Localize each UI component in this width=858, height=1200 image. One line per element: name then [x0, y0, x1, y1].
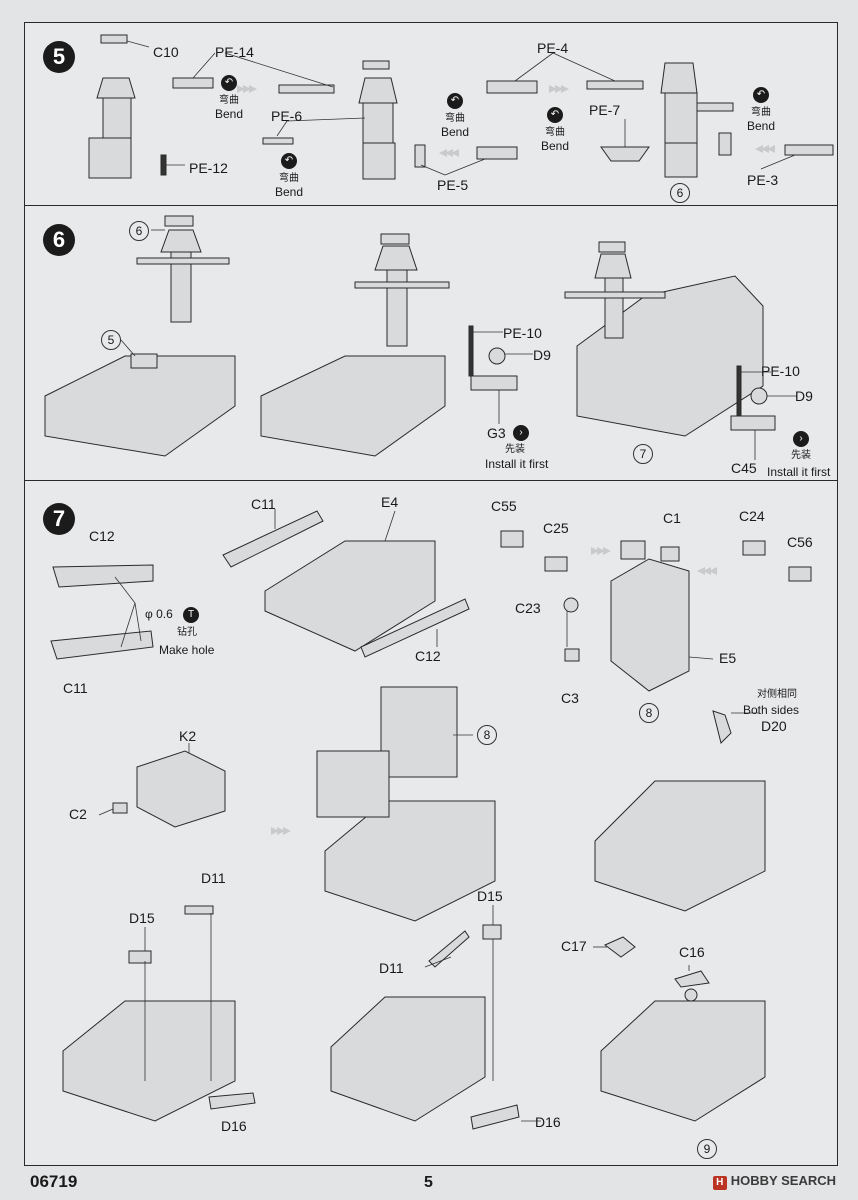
- label-c10: C10: [153, 44, 179, 60]
- label-pe10: PE-10: [761, 363, 800, 379]
- bend-label-en: Bend: [214, 107, 244, 121]
- watermark-text: HOBBY SEARCH: [730, 1173, 836, 1188]
- label-pe10: PE-10: [503, 325, 542, 341]
- label-c11: C11: [63, 680, 88, 696]
- step-5-illustrations: [88, 34, 834, 180]
- step-7-illustrations: [50, 509, 812, 1130]
- ref-circle: 6: [670, 183, 690, 203]
- label-pe12: PE-12: [189, 160, 228, 176]
- install-first-icon: ›: [513, 425, 529, 441]
- bend-label-en: Bend: [440, 125, 470, 139]
- bend-icon: ↶: [221, 75, 237, 91]
- label-c23: C23: [515, 600, 541, 616]
- label-d20: D20: [761, 718, 787, 734]
- both-sides-en: Both sides: [743, 703, 800, 717]
- label-c45: C45: [731, 460, 757, 476]
- label-c24: C24: [739, 508, 765, 524]
- hole-label-cn: 钻孔: [177, 627, 197, 638]
- bend-icon: ↶: [753, 87, 769, 103]
- label-pe4: PE-4: [537, 40, 569, 56]
- step-6-illustrations: [44, 215, 797, 460]
- label-c2: C2: [69, 806, 87, 822]
- bend-label-en: Bend: [540, 139, 570, 153]
- label-k2: K2: [179, 728, 197, 744]
- label-c56: C56: [787, 534, 813, 550]
- label-c11: C11: [251, 496, 276, 512]
- ref-circle: 8: [639, 703, 659, 723]
- label-c25: C25: [543, 520, 569, 536]
- label-c17: C17: [561, 938, 587, 954]
- install-label-en: Install it first: [485, 457, 549, 471]
- install-first-icon: ›: [793, 431, 809, 447]
- label-d11: D11: [201, 870, 226, 886]
- bend-label-cn: 弯曲: [219, 95, 239, 106]
- label-d9: D9: [795, 388, 813, 404]
- label-pe3: PE-3: [747, 172, 779, 188]
- install-label-en: Install it first: [767, 465, 831, 479]
- install-label-cn: 先装: [505, 444, 525, 455]
- ref-circle: 5: [101, 330, 121, 350]
- label-pe6: PE-6: [271, 108, 303, 124]
- bend-label-cn: 弯曲: [751, 107, 771, 118]
- label-g3: G3: [487, 425, 506, 441]
- label-d15: D15: [477, 888, 503, 904]
- step-6-panel: 6: [24, 205, 838, 481]
- step-number: 6: [43, 224, 75, 256]
- label-pe5: PE-5: [437, 177, 469, 193]
- label-c12: C12: [89, 528, 115, 544]
- label-d9: D9: [533, 347, 551, 363]
- ref-circle: 6: [129, 221, 149, 241]
- ref-circle: 9: [697, 1139, 717, 1159]
- label-c12: C12: [415, 648, 441, 664]
- bend-icon: ↶: [547, 107, 563, 123]
- ref-circle: 7: [633, 444, 653, 464]
- label-c3: C3: [561, 690, 579, 706]
- step-5-panel: 5: [24, 22, 838, 206]
- step-7-panel: 7: [24, 480, 838, 1166]
- label-c16: C16: [679, 944, 705, 960]
- label-d16: D16: [535, 1114, 561, 1130]
- model-number: 06719: [30, 1172, 78, 1191]
- label-d11: D11: [379, 960, 404, 976]
- install-label-cn: 先装: [791, 450, 811, 461]
- both-sides-cn: 对侧相同: [757, 689, 797, 700]
- bend-label-cn: 弯曲: [445, 113, 465, 124]
- drill-icon: T: [183, 607, 199, 623]
- label-pe14: PE-14: [215, 44, 254, 60]
- label-d16: D16: [221, 1118, 247, 1134]
- page-number: 5: [424, 1174, 433, 1191]
- label-c1: C1: [663, 510, 681, 526]
- bend-label-cn: 弯曲: [279, 173, 299, 184]
- label-e4: E4: [381, 494, 399, 510]
- label-e5: E5: [719, 650, 737, 666]
- label-d15: D15: [129, 910, 155, 926]
- bend-label-en: Bend: [274, 185, 304, 199]
- hole-label-en: Make hole: [159, 643, 215, 657]
- step-number: 5: [43, 41, 75, 73]
- step-number: 7: [43, 503, 75, 535]
- bend-icon: ↶: [447, 93, 463, 109]
- ref-circle: 8: [477, 725, 497, 745]
- label-c55: C55: [491, 498, 517, 514]
- bend-label-en: Bend: [746, 119, 776, 133]
- hole-size: φ 0.6: [145, 607, 173, 621]
- bend-label-cn: 弯曲: [545, 127, 565, 138]
- label-pe7: PE-7: [589, 102, 621, 118]
- watermark-logo-icon: H: [712, 1176, 727, 1190]
- bend-icon: ↶: [281, 153, 297, 169]
